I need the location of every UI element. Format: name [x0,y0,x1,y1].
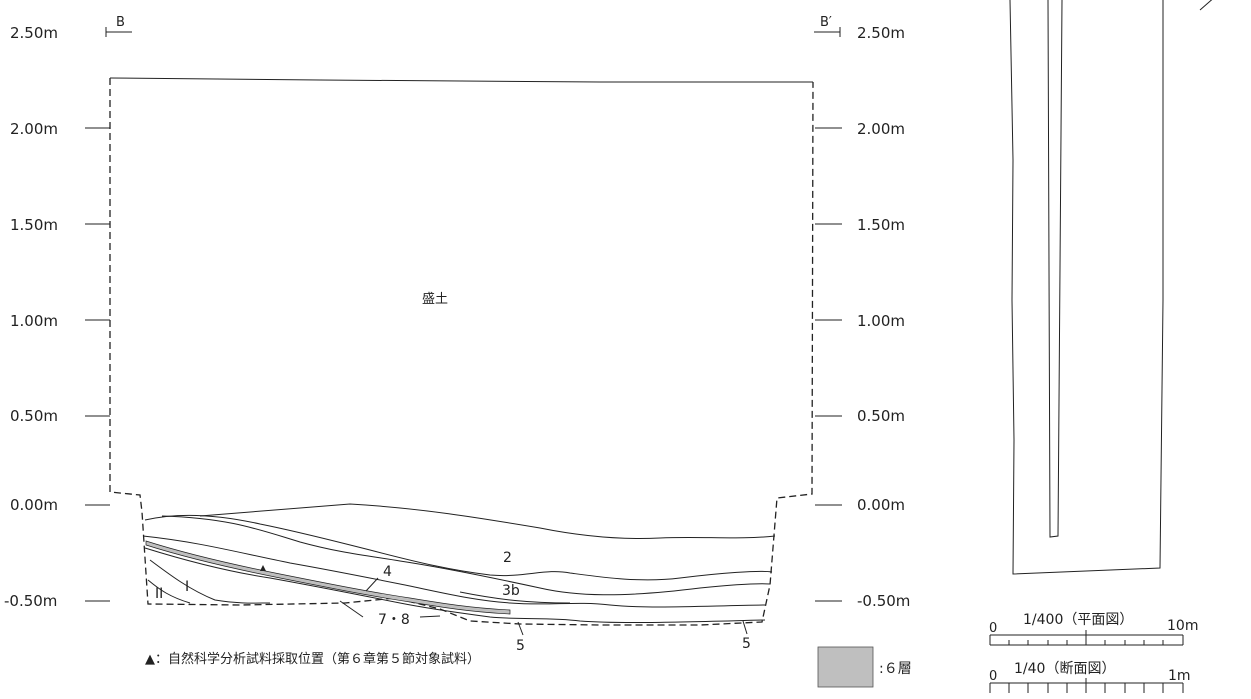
left-elevation-axis: 2.50m 2.00m 1.50m 1.00m 0.50m 0.00m -0.5… [4,24,110,610]
section-mark-right: B′ [814,15,841,37]
section-mark-b: B [116,15,125,30]
scale-plan-ratio: 1/400（平面図） [1023,612,1133,628]
sample-note: ▲：自然科学分析試料採取位置（第６章第５節対象試料） [145,651,480,667]
elev-label-right-050: 0.50m [857,407,905,425]
layer-label-7-8: 7・8 [378,612,410,628]
elev-label-right-200: 2.00m [857,120,905,138]
sample-location-marker [260,565,266,571]
layer-label-2: 2 [503,550,512,566]
elev-label-left-100: 1.00m [10,312,58,330]
elev-label-right-150: 1.50m [857,216,905,234]
elev-label-right-250: 2.50m [857,24,905,42]
plan-view [1009,0,1213,575]
scale-section-zero: 0 [989,669,997,684]
legend-swatch-layer6 [817,646,874,688]
scale-section-end: 1m [1168,668,1191,684]
layer-label-3b: 3b [502,583,520,599]
right-elevation-axis: 2.50m 2.00m 1.50m 1.00m 0.50m 0.00m -0.5… [815,24,910,610]
layer-6-band [145,540,511,615]
pit-outline [109,77,814,626]
legend: :６層 [817,646,912,688]
layer-label-II: II [155,586,163,602]
layer-label-I: I [185,579,189,595]
layer-label-4: 4 [383,564,392,580]
scale-section-ratio: 1/40（断面図） [1014,661,1115,677]
elev-label-left-150: 1.50m [10,216,58,234]
legend-label: :６層 [879,661,912,677]
elev-label-left-000: 0.00m [10,496,58,514]
layer-labels: 盛土 2 3b 4 7・8 5 5 I II [155,292,751,654]
elev-label-left-m050: -0.50m [4,592,57,610]
elev-label-right-000: 0.00m [857,496,905,514]
elev-label-right-m050: -0.50m [857,592,910,610]
section-mark-left: B [105,15,132,37]
scale-plan: 0 1/400（平面図） 10m [989,612,1198,646]
layer-label-5b: 5 [742,636,751,652]
elev-label-left-250: 2.50m [10,24,58,42]
section-mark-b-prime: B′ [820,15,832,30]
elev-label-right-100: 1.00m [857,312,905,330]
leader-lines [339,577,748,636]
elev-label-left-050: 0.50m [10,407,58,425]
scale-plan-zero: 0 [989,621,997,636]
scale-section: 0 1/40（断面図） 1m [989,661,1191,693]
scale-plan-end: 10m [1167,618,1198,634]
layer-lines [142,503,776,624]
elev-label-left-200: 2.00m [10,120,58,138]
fill-label: 盛土 [422,292,448,307]
layer-label-5a: 5 [516,638,525,654]
